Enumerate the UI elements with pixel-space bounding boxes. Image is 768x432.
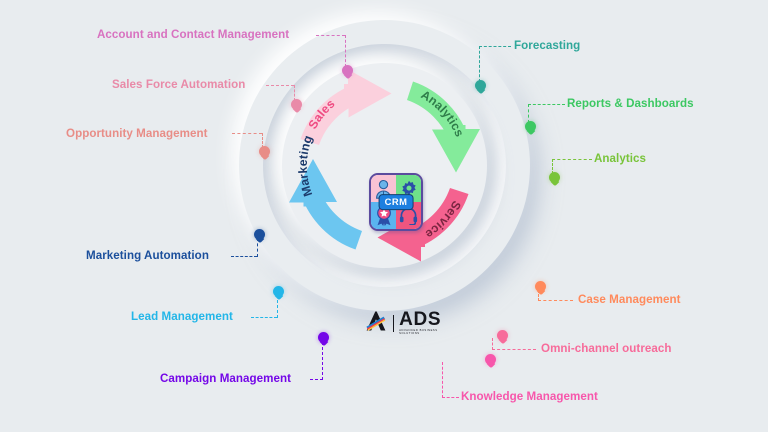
- callout-label-campaign-management[interactable]: Campaign Management: [160, 372, 292, 385]
- callout-leader-horizontal-account-and-contact-management: [316, 35, 345, 36]
- callout-pin-sales-force-automation[interactable]: [291, 99, 302, 110]
- callout-label-knowledge-management[interactable]: Knowledge Management: [461, 390, 598, 403]
- callout-pin-lead-management[interactable]: [273, 286, 284, 297]
- callout-leader-horizontal-reports-and-dashboards: [528, 104, 565, 105]
- callout-pin-marketing-automation[interactable]: [254, 229, 265, 240]
- callout-leader-horizontal-lead-management: [251, 317, 277, 318]
- callout-pin-reports-and-dashboards[interactable]: [525, 121, 536, 132]
- cycle-arrow-sales: Sales: [300, 69, 392, 145]
- callout-leader-vertical-marketing-automation: [257, 238, 258, 257]
- callout-pin-omni-channel-outreach[interactable]: [497, 330, 508, 341]
- cycle-label-marketing: Marketing: [296, 133, 315, 198]
- callout-leader-vertical-lead-management: [277, 295, 278, 318]
- callout-leader-horizontal-sales-force-automation: [266, 85, 294, 86]
- callout-pin-analytics[interactable]: [549, 172, 560, 183]
- crm-center-tile: CRM: [369, 173, 423, 231]
- callout-leader-horizontal-knowledge-management: [442, 397, 459, 398]
- callout-pin-opportunity-management[interactable]: [259, 146, 270, 157]
- callout-label-forecasting[interactable]: Forecasting: [514, 39, 581, 52]
- callout-label-omni-channel-outreach[interactable]: Omni-channel outreach: [541, 342, 672, 355]
- logo-word: ADS: [399, 309, 442, 331]
- callout-leader-horizontal-case-management: [538, 300, 573, 301]
- gear-icon: [400, 180, 418, 198]
- callout-label-analytics[interactable]: Analytics: [594, 152, 646, 165]
- callout-pin-knowledge-management[interactable]: [485, 354, 496, 365]
- ads-a-mark-icon: [364, 310, 388, 337]
- callout-leader-vertical-opportunity-management: [262, 133, 263, 148]
- callout-label-opportunity-management[interactable]: Opportunity Management: [66, 127, 208, 140]
- cycle-arrow-analytics: Analytics: [407, 81, 480, 173]
- logo-wordmark: ADS ADVANCED BUSINESS SOLUTIONS: [399, 310, 450, 336]
- crm-cycle-arrows: Sales Analytics Service Marketing: [289, 69, 480, 262]
- callout-label-case-management[interactable]: Case Management: [578, 293, 681, 306]
- logo-tagline: ADVANCED BUSINESS SOLUTIONS: [399, 329, 438, 336]
- ads-logo: ADS ADVANCED BUSINESS SOLUTIONS: [364, 310, 450, 336]
- logo-divider: [393, 314, 395, 332]
- callout-leader-vertical-campaign-management: [322, 342, 323, 380]
- callout-leader-vertical-forecasting: [479, 46, 480, 82]
- callout-pin-campaign-management[interactable]: [318, 332, 329, 343]
- callout-leader-horizontal-marketing-automation: [231, 256, 257, 257]
- callout-leader-vertical-account-and-contact-management: [345, 35, 346, 67]
- callout-label-lead-management[interactable]: Lead Management: [131, 310, 233, 323]
- callout-pin-case-management[interactable]: [535, 281, 546, 292]
- callout-leader-vertical-reports-and-dashboards: [528, 104, 529, 123]
- callout-leader-vertical-analytics: [552, 159, 553, 174]
- cycle-arrow-marketing: Marketing: [289, 133, 362, 250]
- callout-leader-horizontal-campaign-management: [310, 379, 323, 380]
- callout-leader-vertical-knowledge-management: [442, 362, 443, 398]
- callout-label-marketing-automation[interactable]: Marketing Automation: [86, 249, 209, 262]
- callout-leader-vertical-sales-force-automation: [294, 85, 295, 101]
- callout-label-reports-and-dashboards[interactable]: Reports & Dashboards: [567, 97, 694, 110]
- callout-leader-vertical-case-management: [538, 290, 539, 301]
- callout-pin-forecasting[interactable]: [475, 80, 486, 91]
- callout-pin-account-and-contact-management[interactable]: [342, 65, 353, 76]
- callout-leader-vertical-omni-channel-outreach: [492, 338, 493, 350]
- callout-label-sales-force-automation[interactable]: Sales Force Automation: [112, 78, 246, 91]
- callout-leader-horizontal-omni-channel-outreach: [492, 349, 536, 350]
- callout-leader-horizontal-forecasting: [479, 46, 511, 47]
- callout-leader-horizontal-opportunity-management: [232, 133, 262, 134]
- callout-label-account-and-contact-management[interactable]: Account and Contact Management: [97, 28, 290, 41]
- callout-leader-horizontal-analytics: [552, 159, 592, 160]
- crm-badge: CRM: [378, 194, 414, 210]
